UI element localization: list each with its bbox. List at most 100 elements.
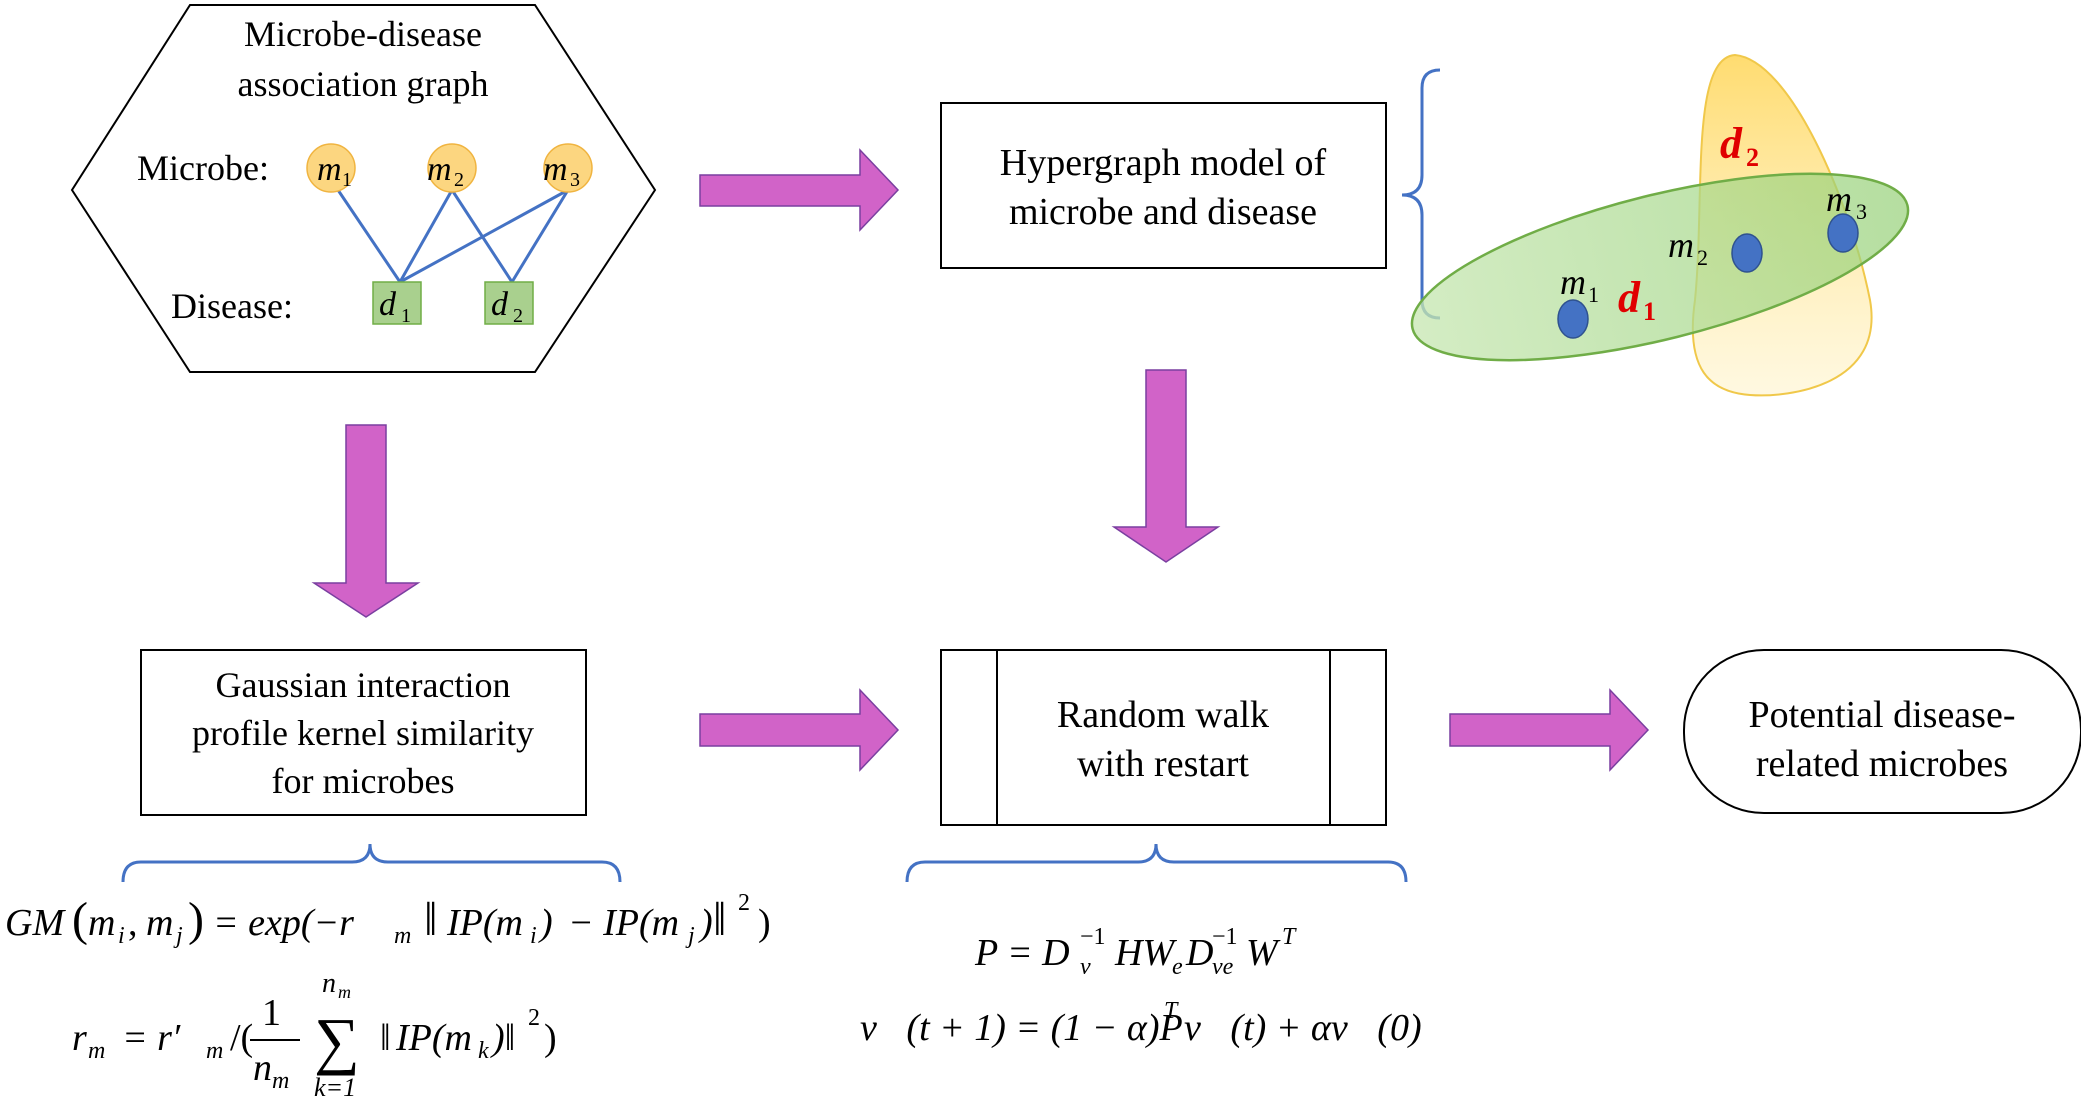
random-walk-box: Random walk with restart (940, 649, 1387, 826)
hyperedge-d2-sub: 2 (1746, 143, 1759, 172)
gm-minus: − IP(m (568, 902, 679, 944)
output-box: Potential disease- related microbes (1683, 649, 2081, 814)
gm-sub-j: j (173, 923, 183, 949)
hypergraph-node: m 3 (1826, 179, 1867, 253)
hyper-node-m2-label: m (1668, 225, 1694, 265)
gm-close: ) (758, 902, 771, 944)
rm-sup-2: 2 (528, 1005, 540, 1031)
rm-norm-open: ‖ (380, 1017, 391, 1059)
v-rhs: v⃗(t) + αv⃗(0) (1184, 1007, 1422, 1049)
disease-d2-sub: 2 (513, 305, 523, 327)
gm-arg-mi: m (88, 902, 115, 944)
formula-p: P = D v −1 HW e D ve −1 W T (974, 924, 1297, 980)
gm-sub-i: i (118, 923, 125, 949)
hyperedge-d1-label: d (1618, 273, 1641, 322)
gm-sub-j2: j (685, 923, 695, 949)
gm-sup-2: 2 (738, 890, 750, 916)
rm-sub-m2: m (206, 1038, 223, 1064)
rwr-brace (905, 843, 1408, 883)
rm-frac-den: n (253, 1047, 272, 1089)
arrow-right-gip-to-rwr (699, 688, 900, 772)
rm-sum-top-sub: m (338, 982, 351, 1002)
gip-box-line1: Gaussian interaction (216, 665, 511, 705)
edge-m3-d1 (399, 188, 569, 284)
rm-slash: /( (230, 1017, 253, 1059)
microbe-node: m 3 (543, 143, 593, 193)
gip-box-line2: profile kernel similarity (192, 713, 534, 753)
p-sub-ve: ve (1212, 954, 1234, 980)
hypergraph-box-line2: microbe and disease (1009, 191, 1317, 233)
disease-row-label: Disease: (171, 286, 293, 326)
disease-d1-label: d (379, 286, 397, 323)
formula-v: v⃗(t + 1) = (1 − α)P T v⃗(t) + αv⃗(0) (860, 998, 1422, 1049)
gm-norm-open: ‖ (424, 893, 437, 946)
output-box-line1: Potential disease- (1749, 694, 2016, 736)
rm-sub-m: m (88, 1038, 105, 1064)
rm-close: ) (544, 1017, 557, 1059)
microbe-m1-sub: 1 (342, 169, 352, 191)
p-hw: HW (1114, 932, 1177, 974)
microbe-node: m 1 (306, 143, 356, 193)
rm-eq: = r′ (122, 1017, 181, 1059)
arrow-right-graph-to-hypergraph (699, 148, 900, 232)
p-sub-e: e (1172, 954, 1183, 980)
graph-title-line2: association graph (238, 64, 489, 104)
p-sub-v: v (1080, 954, 1091, 980)
edge-m3-d2 (510, 189, 570, 283)
gip-similarity-box: Gaussian interaction profile kernel simi… (140, 649, 587, 816)
formula-rm: r m = r′ m /( 1 n m n m ∑ k=1 ‖ IP(m k )… (72, 968, 557, 1100)
edge-m1-d1 (336, 189, 402, 283)
p-sup-t: T (1282, 924, 1297, 950)
rm-sum-sign: ∑ (314, 1005, 360, 1076)
p-d2: D (1185, 932, 1213, 974)
gm-paren-i: ) (538, 902, 553, 944)
hyper-node-m3-sub: 3 (1856, 199, 1867, 224)
microbe-m3-label: m (543, 151, 568, 188)
gm-norm-close: ‖ (713, 893, 726, 946)
rm-sum-bottom: k=1 (314, 1073, 356, 1100)
microbe-m2-sub: 2 (454, 169, 464, 191)
microbe-node: m 2 (427, 143, 477, 193)
gip-box-line3: for microbes (272, 761, 455, 801)
gm-ip: IP(m (446, 902, 523, 944)
flow-arrows (311, 148, 1650, 772)
gm-lhs: GM (5, 902, 66, 944)
arrow-down-hypergraph-to-rwr (1111, 369, 1221, 563)
hyper-node-m3-label: m (1826, 179, 1852, 219)
hyper-node-m2-sub: 2 (1697, 245, 1708, 270)
hyper-node-m1-sub: 1 (1588, 282, 1599, 307)
gm-arg-mj: m (146, 902, 173, 944)
arrow-down-graph-to-gip (311, 424, 421, 618)
hypergraph-illustration: d 2 d 1 m 1 m 2 m 3 (1410, 53, 1910, 397)
association-edges (336, 188, 570, 284)
p-sup-inv: −1 (1080, 924, 1106, 950)
gm-paren-close: ) (188, 893, 204, 946)
hyper-node-m1-label: m (1560, 262, 1586, 302)
rm-lhs: r (72, 1017, 87, 1059)
hyperedge-d1-sub: 1 (1643, 297, 1656, 326)
gm-sub-m: m (394, 923, 411, 949)
p-w: W (1246, 932, 1281, 974)
hyperedge-d1-region (1410, 172, 1910, 362)
rwr-box-line1: Random walk (1057, 694, 1269, 736)
formula-gm: GM ( m i , m j ) = exp(−r m ‖ IP(m i ) −… (5, 890, 771, 949)
p-sup-inv2: −1 (1212, 924, 1238, 950)
gm-comma: , (128, 902, 138, 944)
rm-frac-num: 1 (262, 992, 281, 1034)
rm-sum-top: n (322, 968, 336, 999)
v-sup-t: T (1164, 998, 1179, 1024)
gm-sub-i2: i (530, 923, 537, 949)
hypergraph-model-box: Hypergraph model of microbe and disease (940, 102, 1387, 269)
graph-title-line1: Microbe-disease (244, 14, 482, 54)
disease-d2-label: d (491, 286, 509, 323)
rm-frac-den-sub: m (272, 1068, 289, 1094)
gm-paren-j: ) (698, 902, 713, 944)
hypergraph-brace (1401, 68, 1441, 320)
hypergraph-node: m 2 (1668, 225, 1763, 273)
microbe-row-label: Microbe: (137, 148, 269, 188)
rm-ip: IP(m (395, 1017, 472, 1059)
rm-tail: )‖ (490, 1017, 515, 1059)
edge-m2-d1 (398, 189, 454, 283)
disease-node: d 2 (484, 281, 534, 327)
